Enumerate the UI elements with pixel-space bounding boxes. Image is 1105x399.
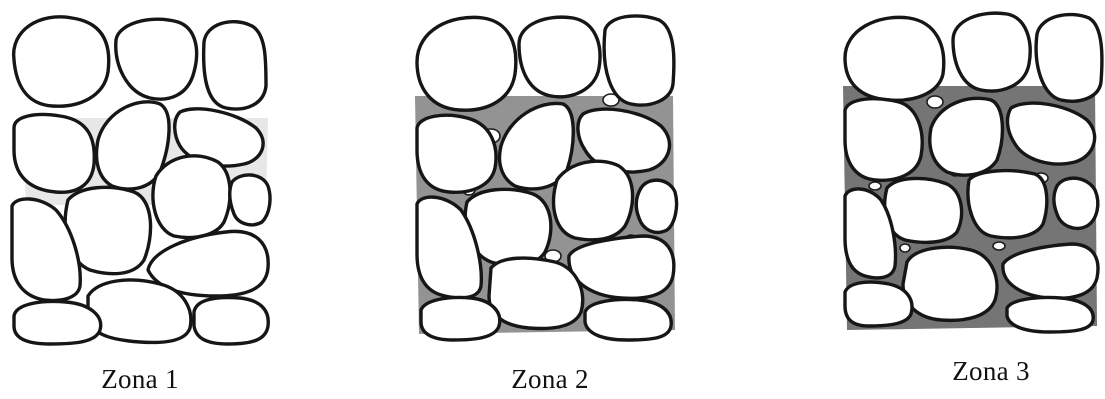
zone-2-stone	[554, 161, 633, 240]
zone-2-label: Zona 2	[450, 364, 650, 395]
zone-2-stone	[585, 300, 671, 341]
zone-3-void	[869, 182, 881, 190]
zone-1-stone	[230, 175, 270, 225]
zone-3-stone	[885, 178, 962, 242]
zone-1-stone	[14, 302, 101, 344]
zone-2-stone	[519, 17, 600, 97]
zone-3-stone	[845, 17, 944, 100]
zone-1-stone	[116, 19, 197, 99]
zone-3-void	[993, 242, 1005, 250]
zone-1-stone	[88, 280, 191, 342]
zone-3-stone	[845, 99, 922, 181]
zone-2-stone	[636, 180, 676, 232]
zone-3-stone	[903, 247, 997, 320]
zone-3-stone	[953, 13, 1030, 91]
zone-2-stone	[604, 16, 674, 105]
zone-1-label: Zona 1	[40, 364, 240, 395]
zone-3-stone	[845, 282, 912, 326]
zone-3-stone	[1007, 297, 1093, 332]
zone-3-label: Zona 3	[891, 356, 1091, 387]
zone-3-stone	[1054, 178, 1098, 228]
zone-2-stone	[489, 258, 583, 328]
zone-3-stone	[968, 171, 1047, 238]
zone-1-stone	[14, 17, 109, 106]
zone-1-stone	[204, 22, 266, 109]
zone-3-void	[900, 244, 910, 252]
zone-1-stone	[194, 298, 268, 344]
zone-1-stone	[153, 156, 230, 238]
zone-1-stone	[14, 115, 94, 193]
zone-3-aggregate-drawing	[835, 0, 1105, 360]
zone-2-stone	[421, 298, 500, 341]
zone-2-stone	[417, 17, 516, 110]
zone-3-void	[927, 96, 943, 108]
zone-1-aggregate-drawing	[0, 0, 300, 360]
zone-2-aggregate-drawing	[405, 0, 705, 360]
zone-3-stone	[1036, 15, 1102, 102]
zone-2-stone	[417, 115, 496, 192]
